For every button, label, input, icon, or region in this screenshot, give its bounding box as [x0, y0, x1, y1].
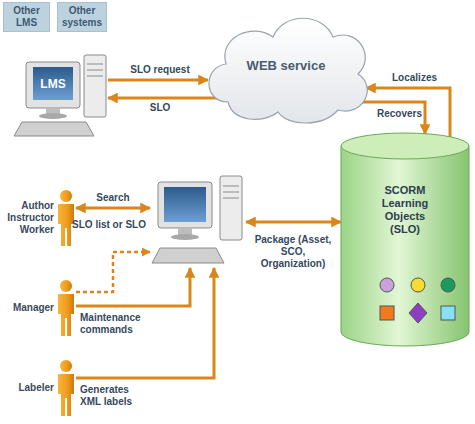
node-text: Manager — [2, 302, 54, 314]
flow-arrow — [108, 79, 208, 82]
connector-label: Generates XML labels — [80, 384, 150, 408]
label-holder: SLO — [130, 102, 190, 114]
node-text: SCORM Learning Objects (SLO) — [369, 184, 441, 236]
connector-label: SLO — [130, 102, 190, 114]
repository-cylinder: SCORM Learning Objects (SLO) — [340, 132, 470, 348]
connector-label: Package (Asset, SCO, Organization) — [248, 234, 338, 270]
person-node: Manager — [2, 278, 76, 338]
system-box: Other systems — [57, 2, 107, 32]
label-holder: Maintenance commands — [80, 312, 152, 336]
label-holder: Search — [80, 192, 146, 204]
flow-arrow — [76, 207, 150, 210]
flow-arrow — [246, 221, 341, 224]
flow-arrow — [108, 97, 218, 100]
flow-arrow — [366, 88, 450, 137]
cloud-node: WEB service — [198, 2, 374, 128]
person-node: Labeler — [2, 358, 76, 418]
flow-arrow — [362, 102, 425, 134]
node-text: LMS — [33, 67, 73, 100]
person-icon — [58, 280, 74, 336]
connector-label: Localizes — [392, 72, 446, 84]
person-icon — [58, 190, 74, 246]
person-node: Author Instructor Worker — [2, 188, 76, 248]
flow-arrow — [76, 268, 190, 306]
node-text: Author Instructor Worker — [2, 200, 54, 236]
label-holder: Localizes — [392, 72, 446, 84]
workstation-computer — [152, 176, 242, 263]
connector-label: SLO request — [118, 64, 202, 76]
person-icon — [58, 360, 74, 416]
connector-label: Search — [80, 192, 146, 204]
lms-computer-node: LMS — [18, 55, 108, 139]
workstation-node — [150, 174, 246, 268]
label-holder: SLO request — [118, 64, 202, 76]
label-holder: Package (Asset, SCO, Organization) — [248, 234, 338, 270]
cylinder-shape — [340, 132, 470, 348]
connector-label: Maintenance commands — [80, 312, 152, 336]
node-text: WEB service — [246, 58, 326, 73]
connector-label: Recovers — [366, 108, 422, 120]
label-holder: Recovers — [366, 108, 422, 120]
node-text: Other LMS — [4, 5, 49, 29]
lms-computer — [14, 55, 106, 136]
system-box: Other LMS — [3, 2, 50, 32]
connector-label: SLO list or SLO — [70, 219, 148, 231]
label-holder: Generates XML labels — [80, 384, 150, 408]
label-holder: SLO list or SLO — [70, 219, 148, 231]
dashed-arrow — [76, 252, 150, 292]
node-text: Labeler — [2, 382, 54, 394]
node-text: Other systems — [58, 5, 106, 29]
flow-arrow — [76, 268, 214, 378]
